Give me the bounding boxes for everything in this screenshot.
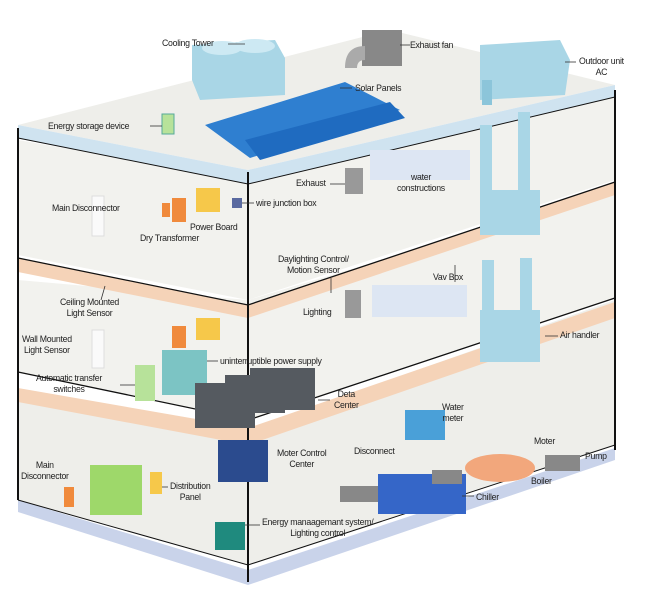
motor-control-center (218, 440, 268, 482)
pump-right (545, 455, 580, 471)
floor-3-band (18, 302, 615, 445)
label-line: Distribution (170, 481, 211, 492)
label-line: AC (595, 67, 608, 78)
data-center-racks (195, 368, 315, 428)
label-wire-junction-box: wire junction box (256, 198, 317, 209)
label-power-board: Power Board (190, 222, 238, 233)
main-distribution-cabinet (90, 465, 142, 515)
label-lighting: Lighting (303, 307, 332, 318)
floor-2-band (18, 182, 615, 318)
main-disconnector-bottom (64, 487, 74, 507)
water-construction-tanks (370, 150, 470, 180)
label-line: Center (334, 400, 359, 411)
label-disconnect: Disconnect (354, 446, 395, 457)
label-line: Main (35, 460, 54, 471)
pump-left (340, 486, 378, 502)
label-line: water (410, 172, 431, 183)
roof-band (18, 85, 615, 184)
label-line: Outdoor unit (579, 56, 624, 67)
ground-band (18, 448, 615, 585)
solar-panels (205, 82, 405, 160)
label-air-handler: Air handler (560, 330, 600, 341)
label-exhaust-fan: Exhaust fan (410, 40, 454, 51)
label-line: switches (53, 384, 85, 395)
label-solar-panels: Solar Panels (355, 83, 402, 94)
boiler (465, 454, 535, 482)
label-line: constructions (397, 183, 445, 194)
wire-junction-box (232, 198, 242, 208)
label-line: Energy manaagemant system/ (262, 517, 374, 528)
ups-board (196, 318, 220, 340)
label-line: Deta (337, 389, 356, 400)
label-line: meter (442, 413, 464, 424)
label-ups: uninterruptible power supply (220, 356, 322, 367)
energy-storage-device (161, 113, 175, 135)
lighting-unit (345, 290, 361, 318)
label-line: Center (289, 459, 314, 470)
label-dry-transformer: Dry Transformer (140, 233, 199, 244)
exhaust-unit (345, 168, 363, 194)
label-pump: Pump (585, 451, 607, 462)
label-line: Wall Mounted (22, 334, 72, 345)
label-daylighting-control: Daylighting Control/Motion Sensor (278, 254, 349, 276)
label-vav-box: Vav Box (433, 272, 463, 283)
label-line: Panel (179, 492, 201, 503)
label-line: Daylighting Control/ (278, 254, 349, 265)
wall-light-sensor (91, 329, 105, 369)
outdoor-ac-unit (480, 40, 570, 105)
label-main-disconnector-top: Main Disconnector (52, 203, 120, 214)
dry-transformer (172, 198, 186, 222)
label-line: Light Sensor (66, 308, 113, 319)
distribution-panel (150, 472, 162, 494)
dry-transformer-small (162, 203, 170, 217)
label-line: Disconnector (21, 471, 69, 482)
label-line: Automatic transfer (36, 373, 102, 384)
power-board (196, 188, 220, 212)
label-energy-management: Energy manaagemant system/Lighting contr… (262, 517, 374, 539)
exhaust-fan (345, 30, 402, 68)
air-handler-ducts (480, 112, 540, 362)
label-line: Lighting control (290, 528, 346, 539)
transfer-switch (135, 365, 155, 401)
label-line: Ceiling Mounted (60, 297, 120, 308)
label-line: Water (442, 402, 464, 413)
label-motor: Moter (534, 436, 555, 447)
water-meter (405, 410, 445, 440)
leader-lines (100, 43, 576, 526)
label-line: Moter Control (277, 448, 327, 459)
main-disconnector-top (91, 195, 105, 237)
vav-box (372, 285, 467, 317)
energy-management-workstation (215, 522, 245, 550)
pump-middle (432, 470, 462, 484)
cooling-tower (192, 39, 285, 100)
label-exhaust: Exhaust (296, 178, 326, 189)
ups-transformer (172, 326, 186, 348)
label-cooling-tower: Cooling Tower (162, 38, 214, 49)
label-energy-storage: Energy storage device (48, 121, 130, 132)
label-line: Light Sensor (24, 345, 70, 356)
label-chiller: Chiller (476, 492, 499, 503)
label-line: Motion Sensor (286, 265, 340, 276)
label-boiler: Boiler (531, 476, 552, 487)
floor-2 (18, 95, 615, 300)
